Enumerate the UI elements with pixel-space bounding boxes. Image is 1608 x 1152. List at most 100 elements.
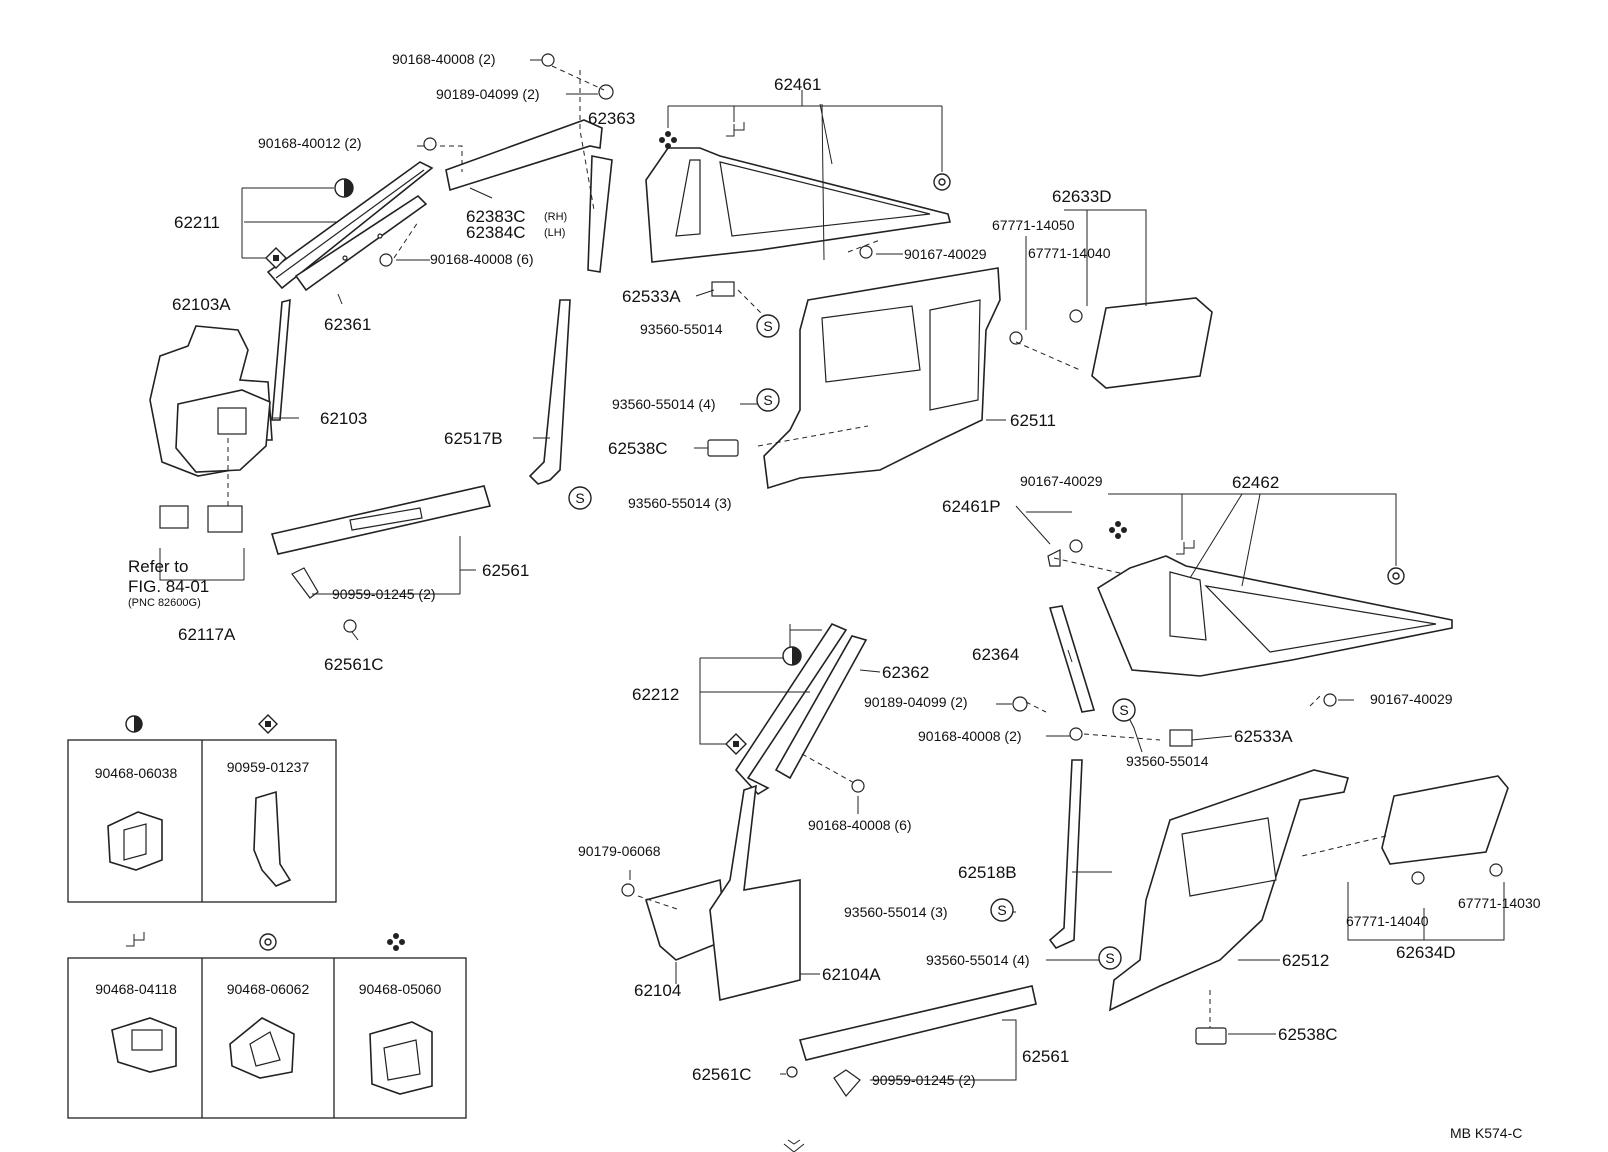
label-93560-55014-4a: 93560-55014 (4) — [612, 396, 716, 412]
label-62211: 62211 — [174, 213, 220, 232]
label-62533a-a: 62533A — [622, 287, 681, 306]
label-62212: 62212 — [632, 685, 679, 704]
s-mark-6: S — [1098, 946, 1122, 970]
label-67771-14040-a: 67771-14040 — [1028, 245, 1111, 261]
refer-text-3: (PNC 82600G) — [128, 597, 201, 609]
label-90167-40029-c: 90167-40029 — [1370, 691, 1453, 707]
clip-90189-04099-lower — [1012, 696, 1028, 712]
screw-90168-40008-lower — [1069, 727, 1083, 741]
part-labels: 90168-40008 (2) 90189-04099 (2) 62363 62… — [128, 51, 1541, 1141]
label-62383c: 62383C — [466, 207, 526, 226]
ring-icon — [933, 173, 951, 191]
part-62211 — [266, 161, 434, 290]
screw-67771-14040-lower — [1411, 871, 1425, 885]
panel-62633d — [1091, 297, 1213, 389]
part-62361 — [294, 194, 428, 292]
clip-illustration-90468-06038 — [107, 811, 163, 871]
label-90959-01245-a: 90959-01245 (2) — [332, 586, 436, 602]
label-93560-55014-3b: 93560-55014 (3) — [844, 904, 948, 920]
screw-90168-40008-top — [541, 53, 555, 67]
screw-90167-40029-right — [1323, 693, 1337, 707]
part-62103 — [175, 389, 271, 473]
screw-90167-40029-upper — [859, 245, 873, 259]
label-62461: 62461 — [774, 75, 821, 94]
svg-text:S: S — [1105, 950, 1114, 966]
label-62117a: 62117A — [178, 625, 236, 644]
clip-illustration-90468-06062 — [229, 1017, 295, 1079]
screw-67771-14040-upper — [1069, 309, 1083, 323]
part-62364 — [1048, 605, 1096, 713]
dashed-lines — [227, 65, 1387, 1028]
label-62361: 62361 — [324, 315, 371, 334]
part-62517b — [528, 299, 571, 485]
clover-icon — [1109, 521, 1127, 539]
clip-62533a-lower — [1169, 729, 1193, 747]
s-mark-1: S — [756, 314, 780, 338]
legend-part-5: 90468-05060 — [359, 981, 442, 997]
pinwheel-icon — [726, 122, 745, 137]
clip-62561c-upper — [343, 619, 357, 633]
label-62634d: 62634D — [1396, 943, 1456, 962]
part-62104a — [709, 784, 801, 1001]
part-62383c — [445, 119, 603, 192]
label-62538c-b: 62538C — [1278, 1025, 1338, 1044]
refer-text-2: FIG. 84-01 — [128, 577, 209, 596]
label-62561-a: 62561 — [482, 561, 529, 580]
svg-text:S: S — [763, 318, 772, 334]
bracket-90959-01245-lower — [833, 1069, 861, 1097]
label-62512: 62512 — [1282, 951, 1329, 970]
label-90168-40008-6: 90168-40008 (6) — [430, 251, 534, 267]
diamond-icon — [265, 247, 287, 269]
label-62561c-a: 62561C — [324, 655, 384, 674]
screw-90168-40008-left — [379, 253, 393, 267]
part-62538c-upper — [707, 439, 739, 457]
label-90959-01245-b: 90959-01245 (2) — [872, 1072, 976, 1088]
screw-90168-40012 — [423, 137, 437, 151]
label-62461p: 62461P — [942, 497, 1001, 516]
label-90168-40012-2: 90168-40012 (2) — [258, 135, 362, 151]
label-62561-b: 62561 — [1022, 1047, 1069, 1066]
cover-62117a-left — [159, 505, 189, 529]
legend-box-1: 90468-06038 90959-01237 — [67, 714, 337, 903]
label-67771-14040-b: 67771-14040 — [1346, 913, 1429, 929]
part-62363 — [587, 155, 613, 273]
legend-part-1: 90468-06038 — [95, 765, 178, 781]
label-62104: 62104 — [634, 981, 681, 1000]
part-62212 — [734, 623, 848, 796]
half-circle-icon — [782, 646, 802, 666]
label-90189-04099-2: 90189-04099 (2) — [436, 86, 540, 102]
clip-illustration-90468-04118 — [111, 1017, 177, 1073]
pinwheel-icon — [1176, 540, 1195, 555]
clover-icon — [387, 933, 405, 951]
label-67771-14050: 67771-14050 — [992, 217, 1075, 233]
chevron-down-icon — [783, 1139, 805, 1152]
label-62362: 62362 — [882, 663, 929, 682]
label-62103: 62103 — [320, 409, 367, 428]
label-62511: 62511 — [1010, 411, 1056, 430]
clip-illustration-90959-01237 — [253, 790, 292, 887]
clip-illustration-90468-05060 — [369, 1021, 433, 1095]
label-62538c-a: 62538C — [608, 439, 668, 458]
part-62561-lower — [798, 985, 1037, 1061]
label-62383c-rh: (RH) — [544, 211, 567, 223]
pinwheel-icon — [126, 932, 145, 947]
label-62103a: 62103A — [172, 295, 231, 314]
label-67771-14030: 67771-14030 — [1458, 895, 1541, 911]
legend-part-4: 90468-06062 — [227, 981, 310, 997]
s-mark-4: S — [1112, 698, 1136, 722]
cover-62117a-right — [207, 505, 243, 533]
legend-part-3: 90468-04118 — [95, 981, 177, 997]
part-62538c-lower — [1195, 1027, 1227, 1045]
label-62561c-b: 62561C — [692, 1065, 752, 1084]
svg-text:S: S — [1119, 702, 1128, 718]
bracket-90959-01245-upper — [291, 567, 319, 599]
label-90168-40008-2: 90168-40008 (2) — [392, 51, 496, 67]
part-62362 — [774, 635, 868, 780]
label-62633d: 62633D — [1052, 187, 1112, 206]
s-mark-2: S — [756, 388, 780, 412]
label-62517b: 62517B — [444, 429, 503, 448]
part-62512 — [1109, 769, 1349, 1012]
screw-67771-14050 — [1009, 331, 1023, 345]
label-93560-55014-a: 93560-55014 — [640, 321, 723, 337]
